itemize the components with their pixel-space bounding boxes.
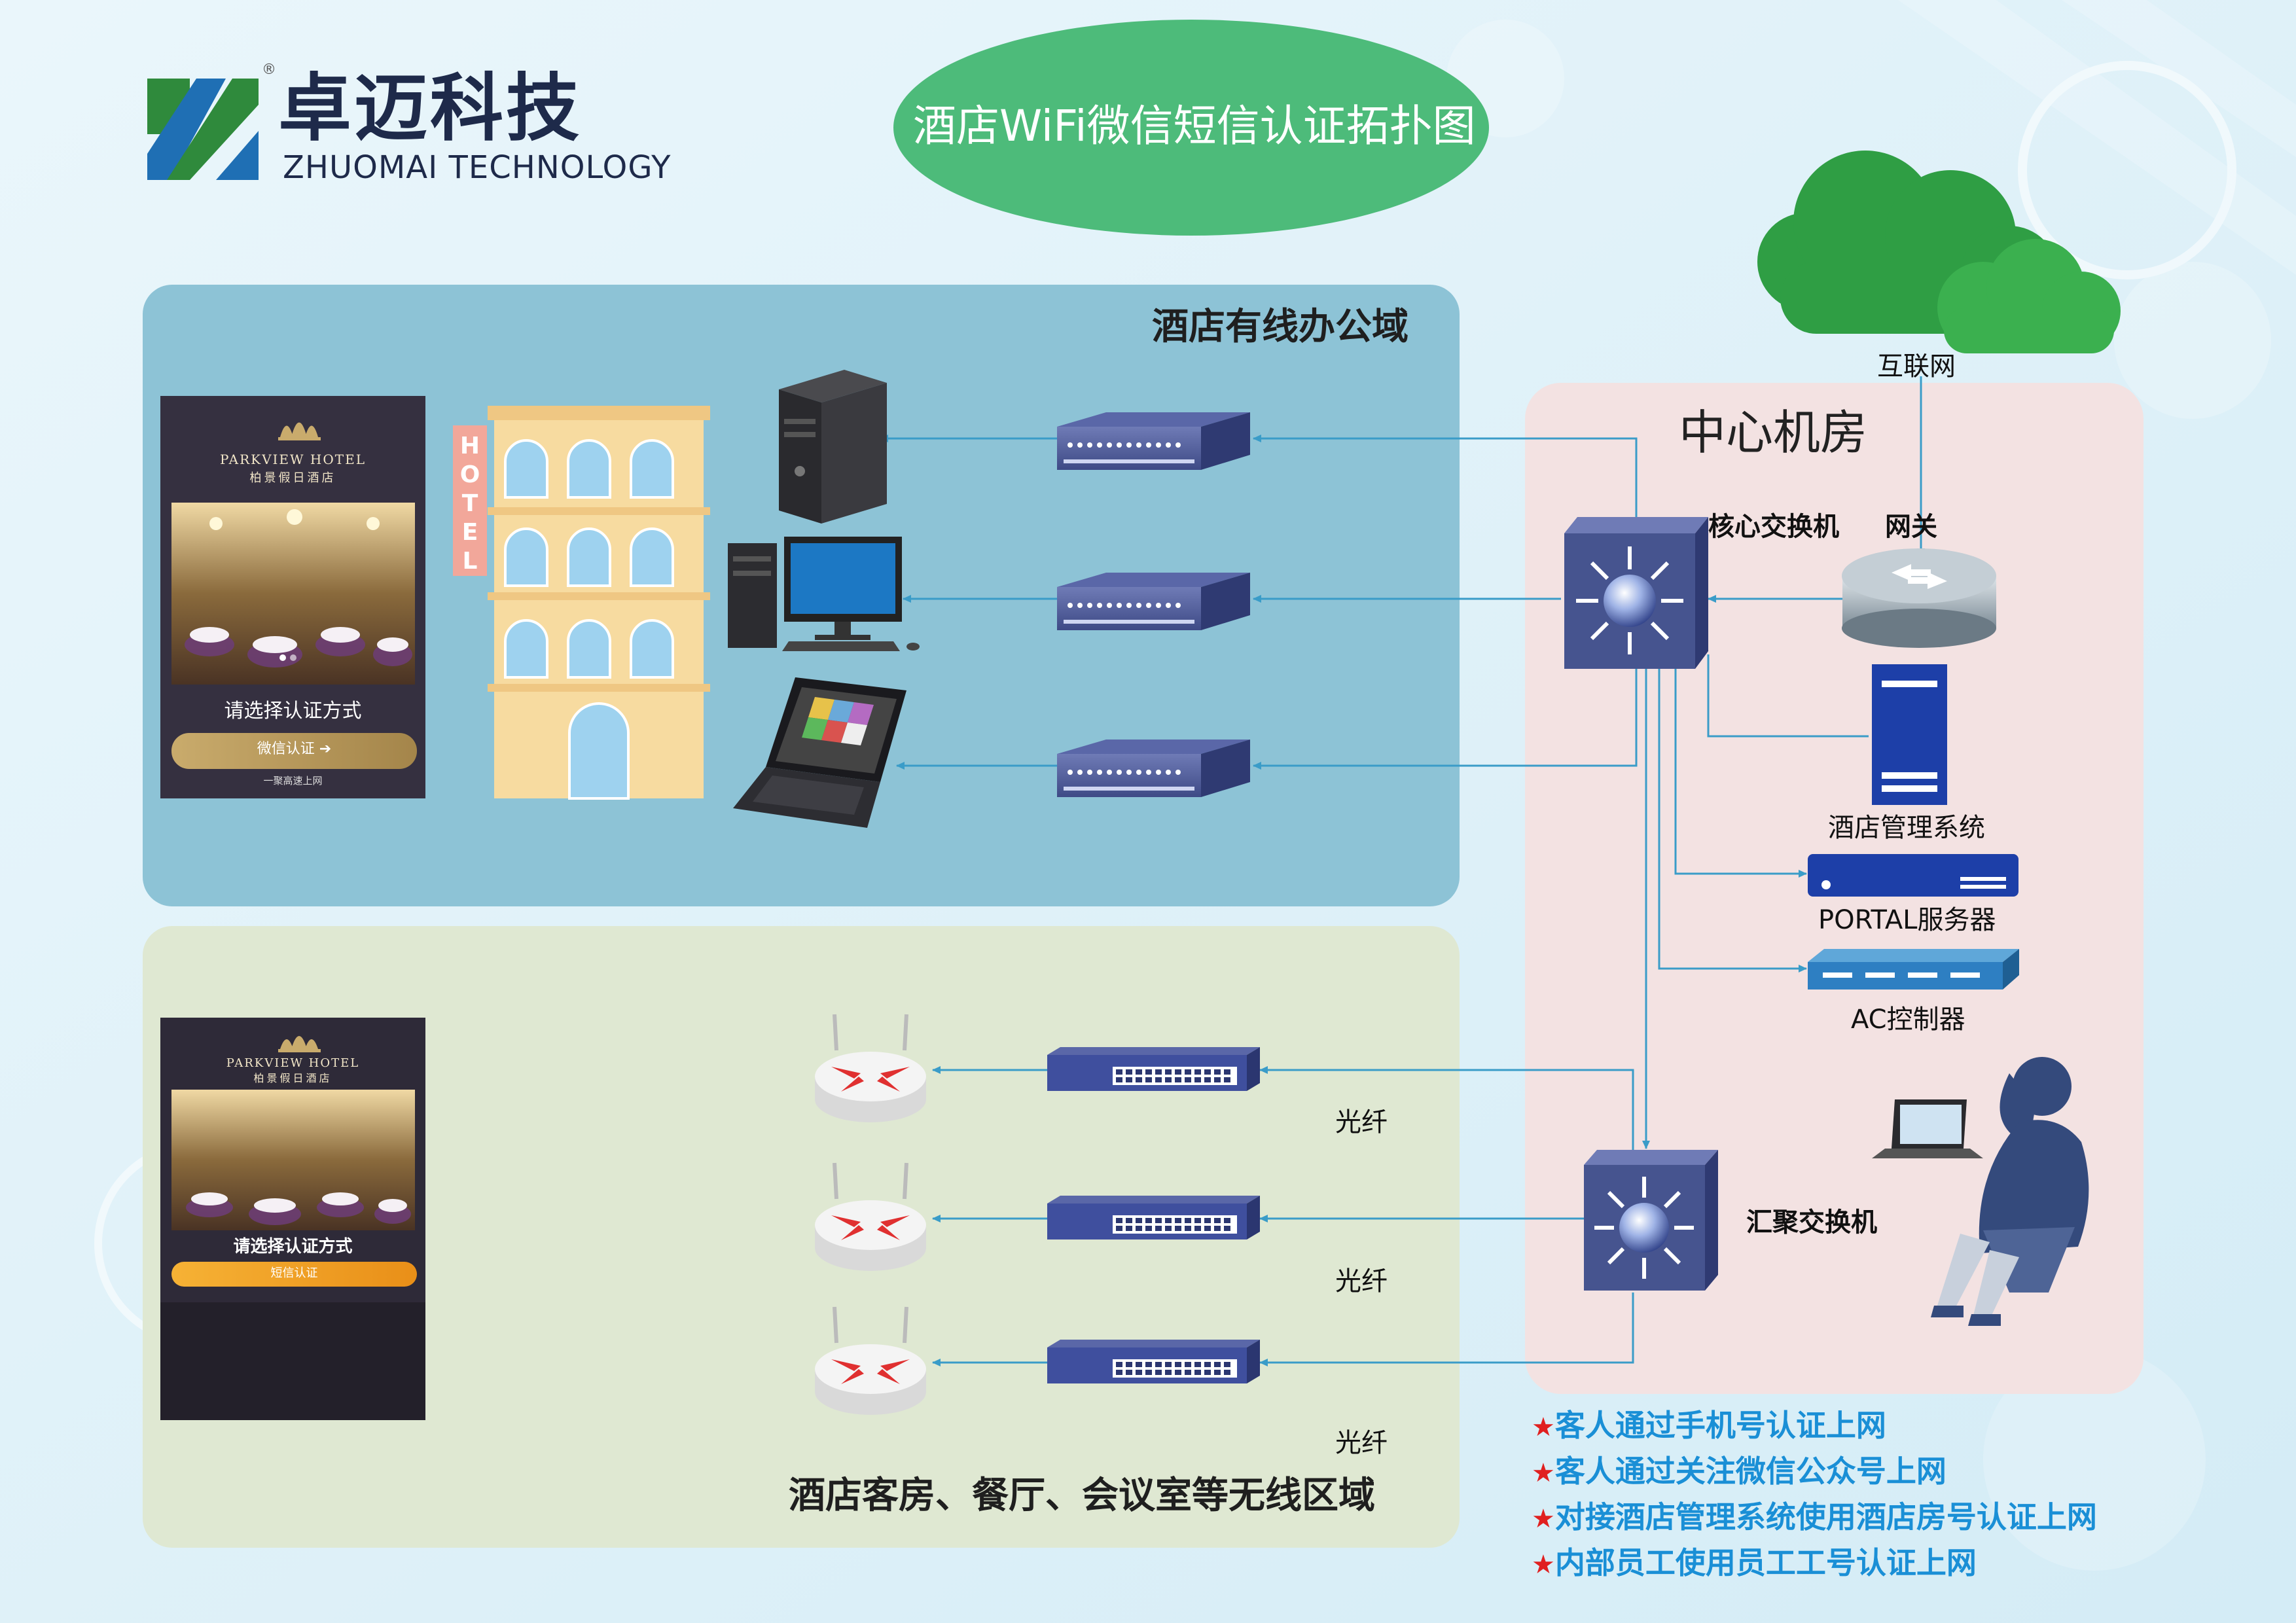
hms-label: 酒店管理系统 <box>1828 813 1985 843</box>
office-switch-icon <box>1057 412 1250 470</box>
ac-controller-icon <box>1808 949 2019 990</box>
fiber-label: 光纤 <box>1335 1266 1388 1296</box>
fiber-label: 光纤 <box>1335 1428 1388 1458</box>
wireless-ap-icon <box>815 1014 926 1122</box>
portal-label: PORTAL服务器 <box>1818 905 1996 935</box>
laptop-icon <box>1872 1099 1983 1158</box>
access-switch-icon <box>1047 1047 1260 1091</box>
core-switch-icon <box>1564 517 1708 669</box>
hotel-name-cn: 柏景假日酒店 <box>253 1072 332 1084</box>
office-zone-title: 酒店有线办公域 <box>1152 306 1408 348</box>
center-zone-title: 中心机房 <box>1679 405 1868 460</box>
internet-label: 互联网 <box>1877 351 1956 382</box>
wireless-ap-icon <box>815 1162 926 1271</box>
hotel-name-cn: 柏景假日酒店 <box>249 471 336 485</box>
feature-note: ★客人通过手机号认证上网 <box>1532 1408 1886 1443</box>
hotel-login-card-sms <box>160 1018 425 1420</box>
admin-user-silhouette-icon <box>1931 1057 2089 1326</box>
auth-prompt: 请选择认证方式 <box>224 700 362 722</box>
wechat-auth-button-label: 微信认证 ➔ <box>257 741 332 757</box>
aggregation-switch-label: 汇聚交换机 <box>1746 1207 1877 1238</box>
auth-prompt: 请选择认证方式 <box>233 1237 353 1257</box>
hotel-login-card-wechat <box>160 396 425 798</box>
card-footnote: 一聚高速上网 <box>263 775 323 787</box>
brand-name-en: ZHUOMAI TECHNOLOGY <box>283 149 672 186</box>
hotel-name: PARKVIEW HOTEL <box>220 452 366 467</box>
hotel-management-server-icon <box>1872 664 1947 805</box>
ac-label: AC控制器 <box>1851 1005 1965 1035</box>
gateway-router-icon <box>1842 548 1996 648</box>
star-icon: ★ <box>1532 1412 1555 1442</box>
internet-cloud-icon <box>1757 151 2121 353</box>
wechat-auth-button[interactable] <box>171 733 417 769</box>
office-switch-icon <box>1057 573 1250 630</box>
brand-name: 卓迈科技 <box>278 66 582 151</box>
brand-logo-icon <box>147 79 259 180</box>
title-ellipse <box>893 20 1489 236</box>
star-icon: ★ <box>1532 1504 1555 1534</box>
aggregation-switch-icon <box>1584 1150 1718 1291</box>
core-switch-label: 核心交换机 <box>1708 512 1839 542</box>
hotel-building-icon <box>453 406 710 800</box>
hotel-crown-logo-icon <box>278 1036 321 1052</box>
star-icon: ★ <box>1532 1458 1555 1488</box>
sms-auth-button-label: 短信认证 <box>270 1266 318 1280</box>
sms-auth-button[interactable] <box>171 1262 417 1287</box>
access-switch-icon <box>1047 1340 1260 1383</box>
feature-notes: ★客人通过手机号认证上网 ★客人通过关注微信公众号上网 ★对接酒店管理系统使用酒… <box>1532 1402 2097 1585</box>
hotel-name: PARKVIEW HOTEL <box>226 1056 360 1070</box>
star-icon: ★ <box>1532 1550 1555 1580</box>
gateway-label: 网关 <box>1885 512 1937 542</box>
feature-note: ★内部员工使用员工工号认证上网 <box>1532 1545 1977 1580</box>
feature-note: ★对接酒店管理系统使用酒店房号认证上网 <box>1532 1499 2097 1535</box>
brand-registered-mark: ® <box>262 62 276 78</box>
hotel-sign: HOTEL <box>459 433 480 575</box>
network-links <box>880 376 1925 1366</box>
fiber-label: 光纤 <box>1335 1107 1388 1137</box>
hotel-crown-logo-icon <box>278 422 321 440</box>
office-switch-icon <box>1057 740 1250 797</box>
access-switch-icon <box>1047 1196 1260 1240</box>
laptop-icon <box>733 677 906 828</box>
portal-server-icon <box>1808 854 2018 897</box>
wireless-zone-title: 酒店客房、餐厅、会议室等无线区域 <box>789 1474 1375 1517</box>
wireless-ap-icon <box>815 1306 926 1415</box>
feature-note: ★客人通过关注微信公众号上网 <box>1532 1454 1946 1489</box>
server-tower-icon <box>779 370 887 524</box>
desktop-computer-icon <box>728 537 920 651</box>
diagram-title: 酒店WiFi微信短信认证拓扑图 <box>913 101 1476 151</box>
